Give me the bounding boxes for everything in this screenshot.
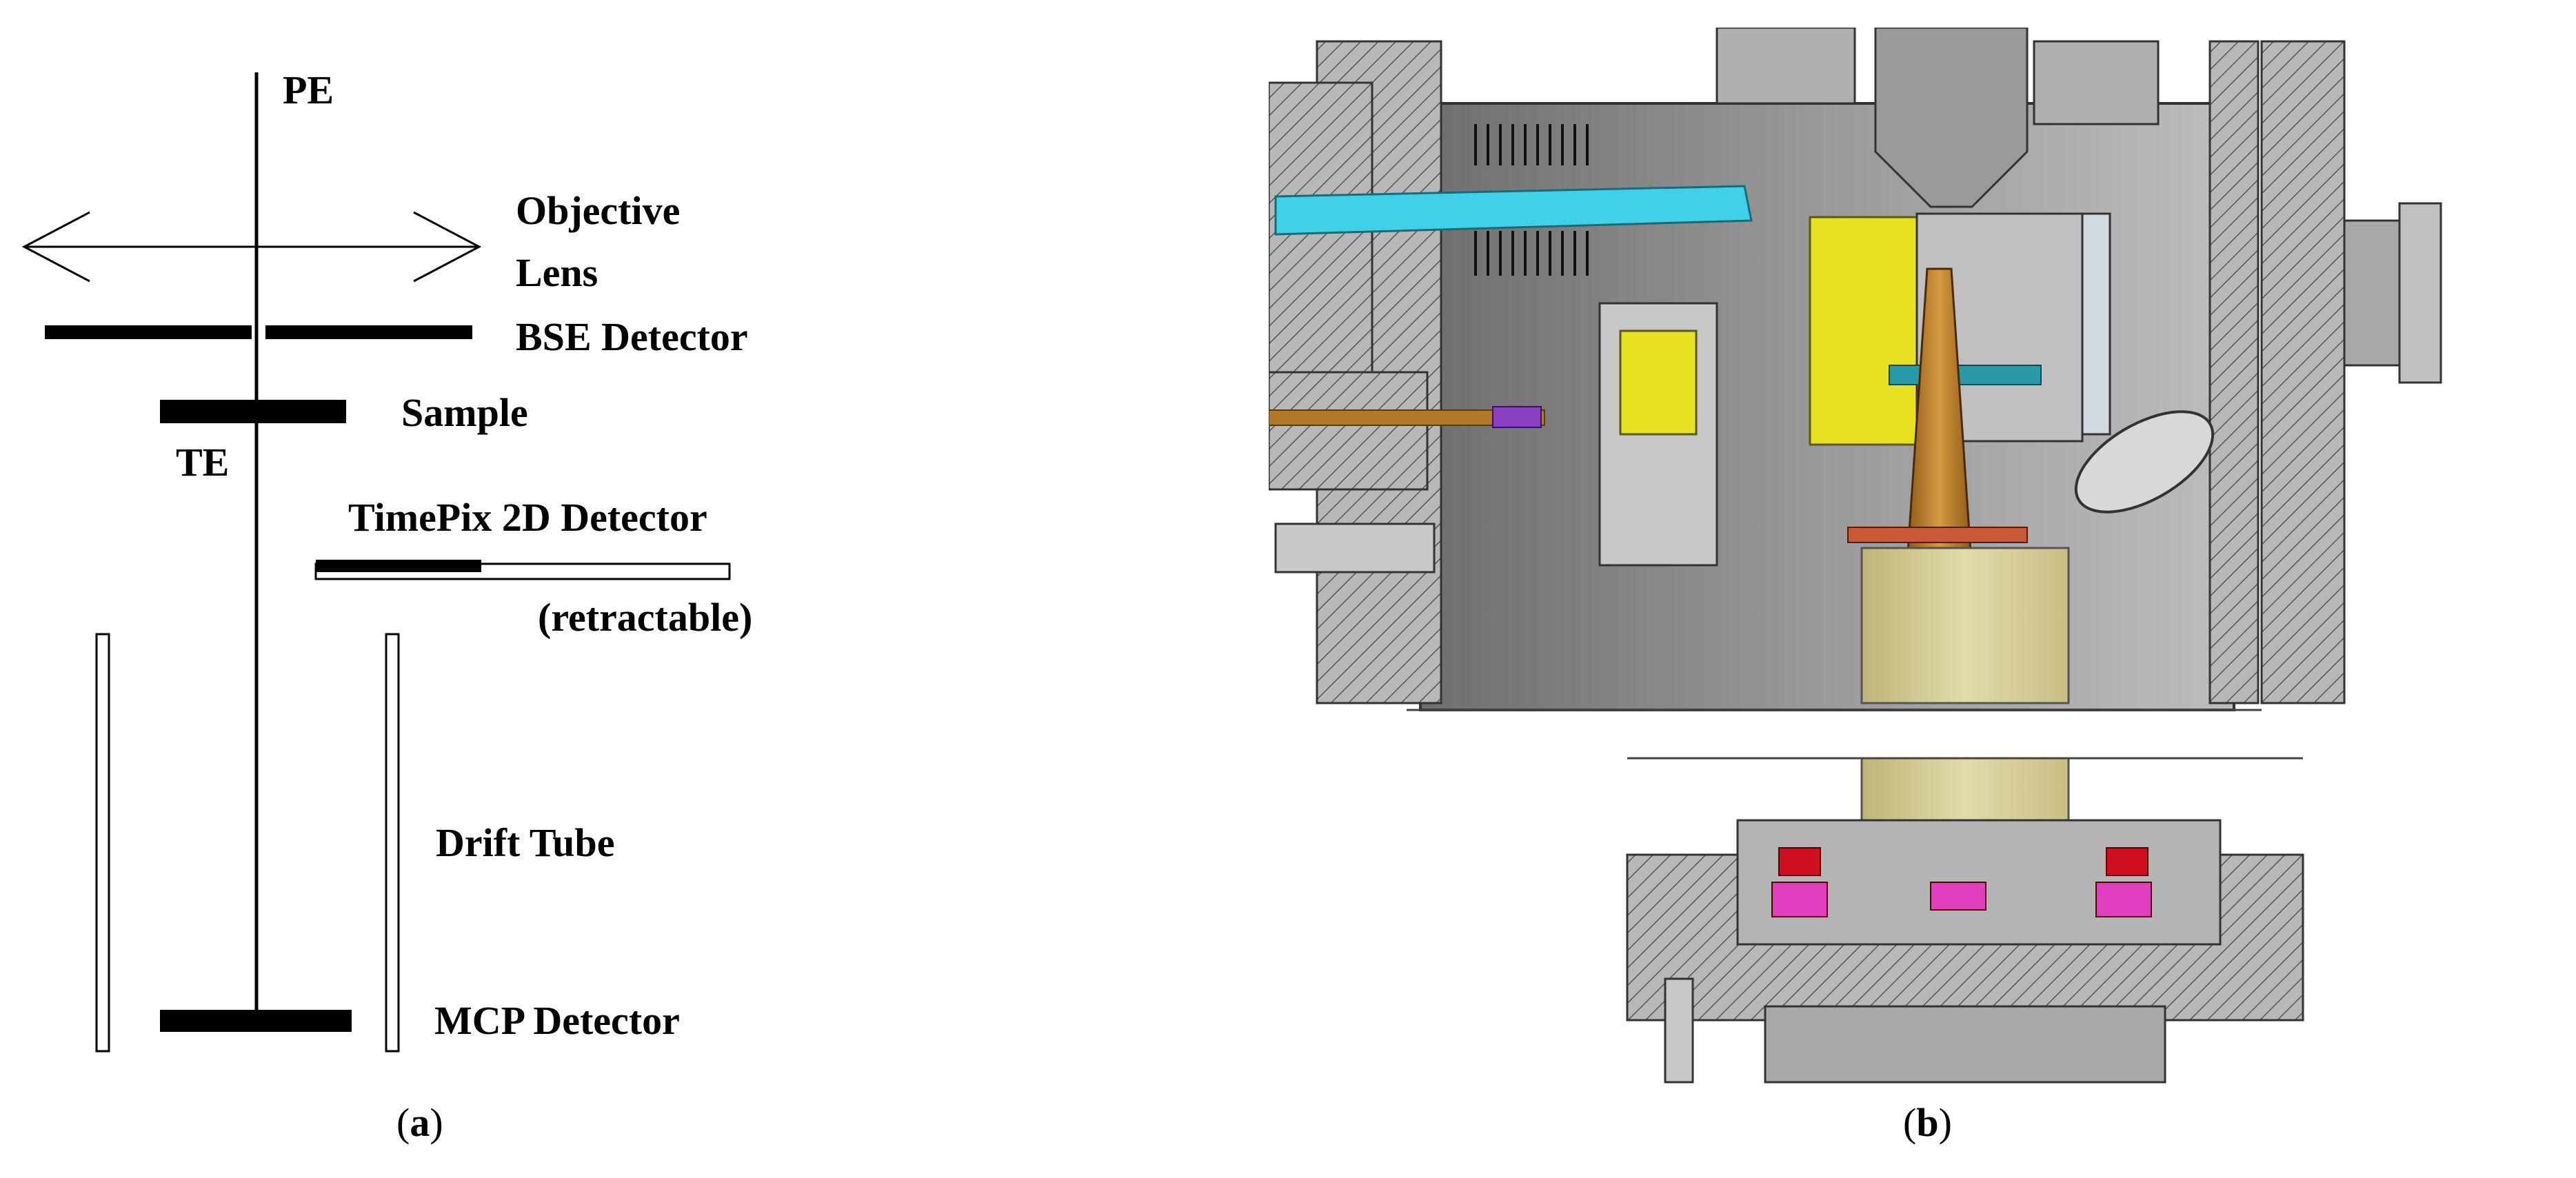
magenta-insulator-left [1771,882,1828,917]
left-lower-port [1269,371,1429,491]
magenta-insulator-center [1930,882,1986,911]
top-port-right [2033,40,2160,125]
drift-tube-right-wall [385,633,400,1053]
bronze-rod [1269,409,1545,426]
objective-lens-arrow [21,211,482,283]
label-timepix: TimePix 2D Detector [348,495,707,540]
caption-a: (a) [396,1100,443,1145]
label-retractable: (retractable) [538,595,752,640]
right-flange-outer [2260,40,2346,704]
lower-base-flange [1764,1005,2166,1084]
top-port-left [1715,28,1856,105]
sample-bar [160,400,346,423]
bse-detector-left [45,325,252,339]
viewport-window [2074,410,2215,514]
label-te: TE [176,440,229,485]
bse-detector-right [265,325,472,339]
mcp-collector-plate [1847,527,2028,543]
right-side-port-cap [2398,202,2442,384]
mcp-detector-bar [160,1010,352,1032]
brass-column-upper [1860,547,2070,704]
label-sample: Sample [401,390,528,435]
purple-connector [1492,406,1542,428]
bellows-lower [1474,231,1589,276]
red-clamp-left [1778,847,1821,876]
yellow-stage-frame [1809,216,1922,446]
label-pe: PE [283,68,334,112]
stage-side-panel [2081,212,2111,436]
cad-cross-section-b [1269,28,2442,1084]
feedthrough-pin [1664,977,1694,1084]
timepix-detector-active [316,560,481,572]
drift-tube-left-wall [95,633,110,1053]
yellow-mount [1619,329,1698,436]
label-drift-tube: Drift Tube [436,820,614,865]
bellows-upper [1474,124,1589,165]
label-mcp-detector: MCP Detector [434,998,680,1043]
column-top [1874,28,2029,208]
magenta-insulator-right [2095,882,2152,917]
label-bse-detector: BSE Detector [516,314,748,359]
left-pipe [1274,522,1436,573]
teal-stage-plate [1889,365,2042,385]
red-clamp-right [2106,847,2149,876]
cyan-transfer-rod [1274,185,1753,236]
right-flange-inner [2208,40,2260,704]
label-objective: Objective [516,188,680,233]
label-lens: Lens [516,250,598,295]
schematic-diagram-a: PE Objective Lens BSE Detector Sample TE… [21,68,752,1053]
caption-b: (b) [1903,1100,1952,1145]
